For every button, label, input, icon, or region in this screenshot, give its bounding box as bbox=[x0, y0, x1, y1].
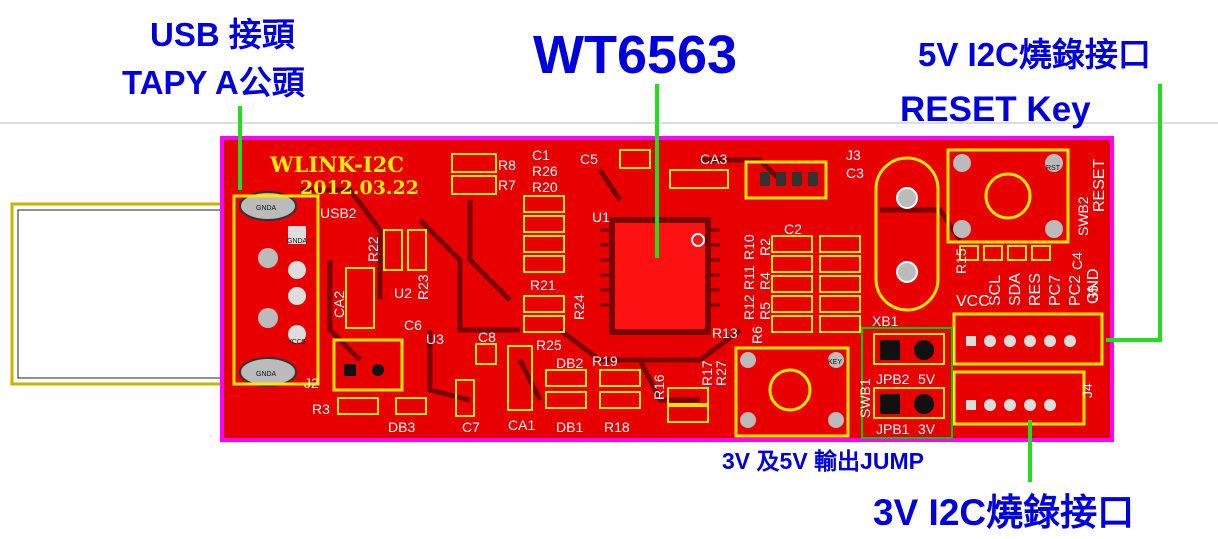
silk-r20: R20 bbox=[532, 179, 558, 195]
silk-r17: R17 bbox=[699, 360, 715, 386]
reset-key-label: RESET Key bbox=[900, 90, 1091, 129]
pad-gnda-3: GNDA bbox=[287, 238, 308, 245]
silk-r18: R18 bbox=[604, 419, 630, 435]
silk-board-date: 2012.03.22 bbox=[300, 177, 419, 199]
silk-r27: R27 bbox=[713, 360, 729, 386]
silk-5v: 5V bbox=[918, 371, 936, 387]
silk-db2: DB2 bbox=[556, 355, 583, 371]
pad-key: KEY bbox=[828, 359, 842, 366]
silk-u1: U1 bbox=[592, 209, 610, 225]
usb-pads bbox=[232, 191, 320, 387]
connector-j4 bbox=[952, 370, 1086, 426]
i2c-5v-label: 5V I2C燒錄接口 bbox=[918, 36, 1151, 73]
silk-scl: SCL bbox=[987, 275, 1004, 306]
silk-r10: R10 bbox=[741, 234, 757, 260]
silk-u3: U3 bbox=[426, 331, 444, 347]
silk-pc7: PC7 bbox=[1047, 275, 1064, 306]
silk-vcc: VCC bbox=[956, 293, 990, 310]
pad-pc5v: PC5V bbox=[916, 351, 935, 358]
silk-r8: R8 bbox=[498, 157, 516, 173]
silk-r22: R22 bbox=[365, 236, 381, 262]
silk-r23: R23 bbox=[415, 274, 431, 300]
silk-swb2: SWB2 bbox=[1075, 196, 1091, 236]
silk-res: RES bbox=[1027, 273, 1044, 306]
silk-r15: R15 bbox=[953, 248, 969, 274]
pad-vcc3: VCC3 bbox=[880, 405, 899, 412]
silk-jpb1: JPB1 bbox=[876, 421, 910, 437]
jump-label: 3V 及5V 輸出JUMP bbox=[722, 448, 924, 474]
silk-c5: C5 bbox=[580, 151, 598, 167]
silk-r11: R11 bbox=[741, 265, 757, 290]
pad-gnda-1: GNDA bbox=[256, 205, 277, 212]
chip-title: WT6563 bbox=[533, 25, 738, 85]
silk-r12: R12 bbox=[741, 294, 757, 320]
silk-r2: R2 bbox=[757, 238, 773, 256]
silk-r5: R5 bbox=[757, 302, 773, 320]
silk-j5: J5 bbox=[1085, 285, 1101, 300]
component-footprints bbox=[337, 149, 1051, 423]
silk-r16: R16 bbox=[651, 374, 667, 400]
reset-switch bbox=[946, 148, 1070, 244]
silk-ca2: CA2 bbox=[331, 291, 347, 318]
silk-jpb2: JPB2 bbox=[876, 371, 910, 387]
silk-c4: C4 bbox=[1069, 252, 1085, 270]
pad-vcc5-jp: VCC5 bbox=[880, 351, 899, 358]
silk-usb2: USB2 bbox=[320, 205, 357, 221]
usb-label-line2: TAPY A公頭 bbox=[122, 64, 305, 101]
silk-j3: J3 bbox=[846, 147, 861, 163]
connector-j2 bbox=[332, 338, 404, 392]
silk-ca1: CA1 bbox=[508, 417, 535, 433]
key-switch bbox=[734, 346, 850, 438]
silk-r7: R7 bbox=[498, 177, 516, 193]
pad-rst: RST bbox=[1046, 165, 1061, 172]
usb-plug-shell bbox=[10, 202, 246, 386]
silk-gnd: GND bbox=[1085, 268, 1102, 304]
silk-db3: DB3 bbox=[388, 419, 415, 435]
silk-r4: R4 bbox=[757, 272, 773, 290]
pad-pc3v: PC3V bbox=[916, 405, 935, 412]
silk-c1: C1 bbox=[532, 147, 550, 163]
silk-j4: J4 bbox=[1079, 383, 1095, 398]
silk-c6: C6 bbox=[404, 317, 422, 333]
silk-3v: 3V bbox=[918, 421, 936, 437]
silk-board-name: WLINK-I2C bbox=[269, 152, 404, 177]
silk-r6: R6 bbox=[749, 326, 765, 344]
silk-swb1: SWB1 bbox=[857, 378, 873, 418]
pad-gnda-2: GNDA bbox=[256, 371, 277, 378]
silk-c8: C8 bbox=[478, 329, 496, 345]
silk-j2: J2 bbox=[304, 375, 319, 391]
i2c-3v-label: 3V I2C燒錄接口 bbox=[873, 492, 1135, 533]
connector-j5 bbox=[952, 312, 1104, 366]
silk-c3: C3 bbox=[846, 165, 864, 181]
silk-ca3: CA3 bbox=[700, 151, 727, 167]
jumper-area bbox=[861, 327, 953, 439]
silk-sda: SDA bbox=[1007, 273, 1024, 306]
silk-xb1: XB1 bbox=[872, 313, 899, 329]
silk-r24: R24 bbox=[571, 294, 587, 320]
pointer-lines bbox=[238, 84, 1162, 482]
pad-vcc5-usb: VCC5 bbox=[287, 339, 306, 346]
silk-r25: R25 bbox=[536, 337, 562, 353]
silk-u2: U2 bbox=[394, 285, 412, 301]
usb-label-line1: USB 接頭 bbox=[150, 16, 295, 53]
connector-j3 bbox=[744, 160, 828, 200]
silk-r13: R13 bbox=[712, 325, 738, 341]
silk-c2: C2 bbox=[784, 221, 802, 237]
silk-reset: RESET bbox=[1091, 158, 1108, 212]
silk-pc2: PC2 bbox=[1067, 275, 1084, 306]
silk-db1: DB1 bbox=[556, 419, 583, 435]
silk-r21: R21 bbox=[530, 277, 556, 293]
silk-r3: R3 bbox=[312, 401, 330, 417]
crystal-xb1 bbox=[874, 156, 940, 312]
silk-c7: C7 bbox=[462, 419, 480, 435]
silk-r26: R26 bbox=[532, 163, 558, 179]
silk-r19: R19 bbox=[592, 353, 618, 369]
